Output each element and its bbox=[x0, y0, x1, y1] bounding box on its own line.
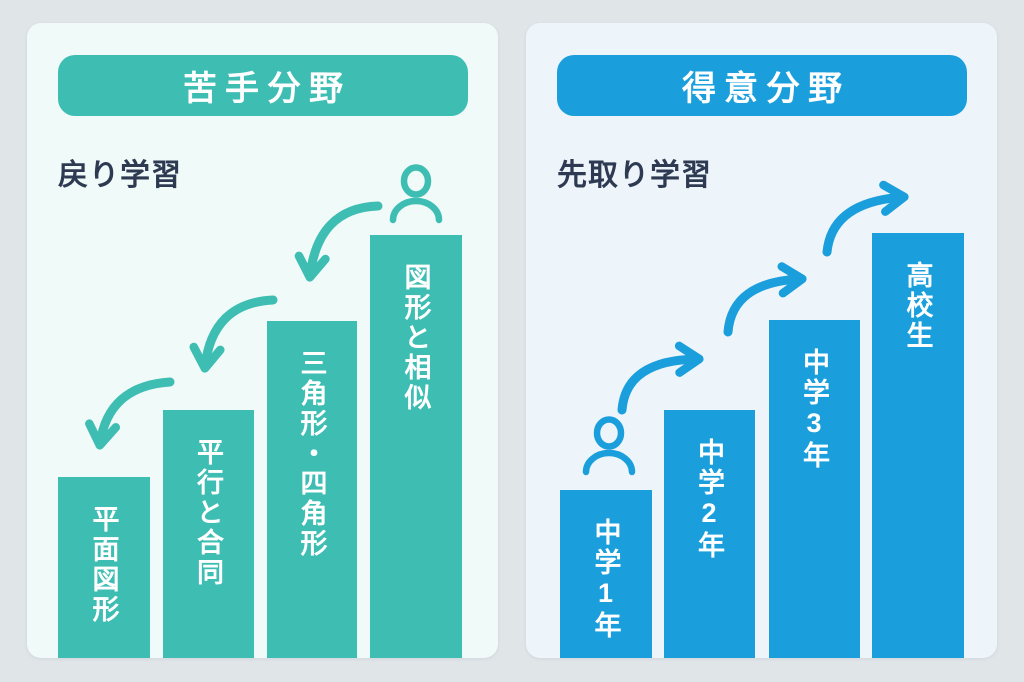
bar-high-school: 高校生 bbox=[872, 233, 964, 658]
panel-strong-areas: 得意分野 先取り学習 中学1年 中学2年 中学3年 高校生 bbox=[526, 23, 997, 658]
curved-arrow-icon bbox=[294, 201, 383, 282]
bar-label: 中学3年 bbox=[799, 348, 829, 471]
bar-figures-similarity: 図形と相似 bbox=[370, 235, 462, 658]
bar-label: 中学1年 bbox=[590, 518, 621, 641]
bar-plane-figures: 平面図形 bbox=[58, 477, 150, 658]
panel-weak-areas: 苦手分野 戻り学習 平面図形 平行と合同 三角形・四角形 図形と相似 bbox=[27, 23, 498, 658]
weak-areas-badge: 苦手分野 bbox=[58, 55, 468, 116]
bar-triangles-quadrilaterals: 三角形・四角形 bbox=[267, 321, 357, 658]
bar-junior-high-2: 中学2年 bbox=[664, 410, 755, 658]
backward-learning-subtitle: 戻り学習 bbox=[58, 159, 182, 192]
strong-areas-badge-label: 得意分野 bbox=[682, 70, 850, 108]
strong-areas-badge: 得意分野 bbox=[557, 55, 967, 116]
bar-label: 平行と合同 bbox=[193, 438, 223, 588]
advance-learning-subtitle: 先取り学習 bbox=[557, 159, 712, 192]
curved-arrow-icon bbox=[617, 341, 704, 415]
weak-areas-badge-label: 苦手分野 bbox=[183, 70, 351, 108]
bar-junior-high-1: 中学1年 bbox=[560, 490, 652, 658]
person-outline-icon bbox=[389, 164, 443, 224]
curved-arrow-icon bbox=[189, 295, 278, 373]
bar-junior-high-3: 中学3年 bbox=[769, 320, 860, 658]
bar-label: 平面図形 bbox=[88, 505, 119, 625]
bar-label: 図形と相似 bbox=[400, 263, 431, 413]
bar-label: 中学2年 bbox=[694, 438, 724, 561]
bar-parallel-congruence: 平行と合同 bbox=[163, 410, 254, 658]
bar-label: 三角形・四角形 bbox=[296, 349, 327, 559]
bar-label: 高校生 bbox=[902, 261, 933, 351]
curved-arrow-icon bbox=[85, 377, 175, 450]
person-outline-icon bbox=[582, 416, 636, 476]
